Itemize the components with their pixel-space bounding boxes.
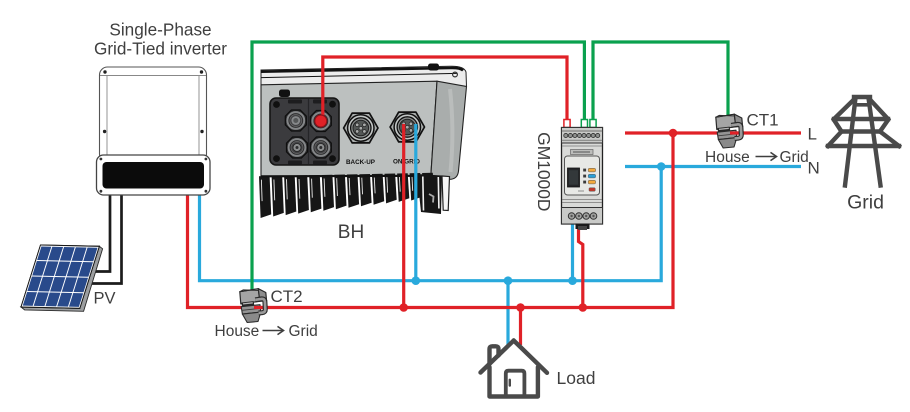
svg-text:House: House <box>215 323 260 340</box>
svg-text:Grid: Grid <box>847 192 884 214</box>
svg-text:Grid: Grid <box>289 323 318 340</box>
svg-text:PV: PV <box>94 290 116 308</box>
svg-text:CT2: CT2 <box>271 287 303 306</box>
svg-text:Grid: Grid <box>780 149 809 166</box>
svg-text:ON GRID: ON GRID <box>393 159 420 166</box>
svg-text:Grid-Tied inverter: Grid-Tied inverter <box>94 39 227 59</box>
svg-text:BH: BH <box>338 222 364 243</box>
svg-text:CT1: CT1 <box>747 111 779 130</box>
svg-text:Single-Phase: Single-Phase <box>109 20 211 40</box>
svg-text:Load: Load <box>557 368 596 388</box>
svg-text:N: N <box>808 159 820 178</box>
svg-text:BACK-UP: BACK-UP <box>346 159 375 166</box>
svg-text:GM1000D: GM1000D <box>534 132 554 211</box>
svg-text:House: House <box>705 149 750 166</box>
svg-text:L: L <box>808 125 817 144</box>
